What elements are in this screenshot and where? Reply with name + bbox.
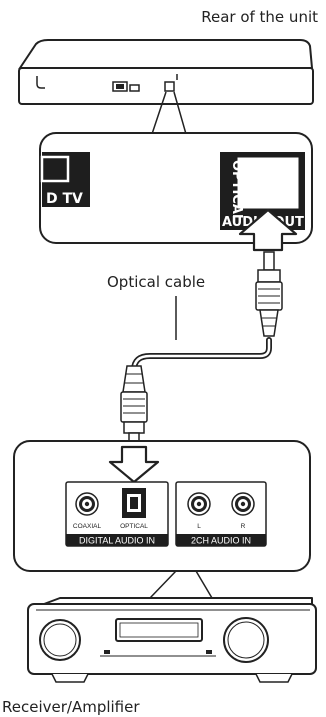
player-optical-port	[164, 81, 175, 92]
cable-plug-top	[255, 251, 283, 337]
hdmi-label-fragment: D TV	[46, 191, 83, 207]
insert-arrow-up	[238, 208, 298, 252]
right-channel-label: R	[241, 523, 246, 530]
player-zoom-panel: D TV OPTICAL AUDIO OUT	[39, 132, 313, 252]
right-audio-jack	[231, 492, 255, 516]
coaxial-label: COAXIAL	[73, 523, 102, 530]
digital-audio-in-label: DIGITAL AUDIO IN	[79, 536, 155, 546]
rear-of-unit-label: Rear of the unit	[201, 8, 318, 26]
optical-input-label: OPTICAL	[120, 523, 148, 530]
receiver-amplifier-label: Receiver/Amplifier	[2, 698, 140, 716]
coaxial-jack	[75, 492, 99, 516]
optical-vertical-label: OPTICAL	[229, 160, 244, 222]
optical-input-jack	[122, 488, 146, 518]
left-channel-label: L	[197, 523, 201, 530]
receiver-amplifier	[27, 597, 317, 683]
insert-arrow-down	[108, 445, 160, 484]
optical-cable	[120, 251, 283, 442]
optical-cable-label: Optical cable	[107, 273, 205, 291]
cable-plug-bottom	[120, 365, 148, 442]
two-ch-audio-in-label: 2CH AUDIO IN	[191, 536, 251, 546]
receiver-zoom-panel: COAXIAL OPTICAL DIGITAL AUDIO IN L R 2CH…	[13, 440, 311, 572]
player-unit	[18, 39, 314, 105]
left-audio-jack	[187, 492, 211, 516]
